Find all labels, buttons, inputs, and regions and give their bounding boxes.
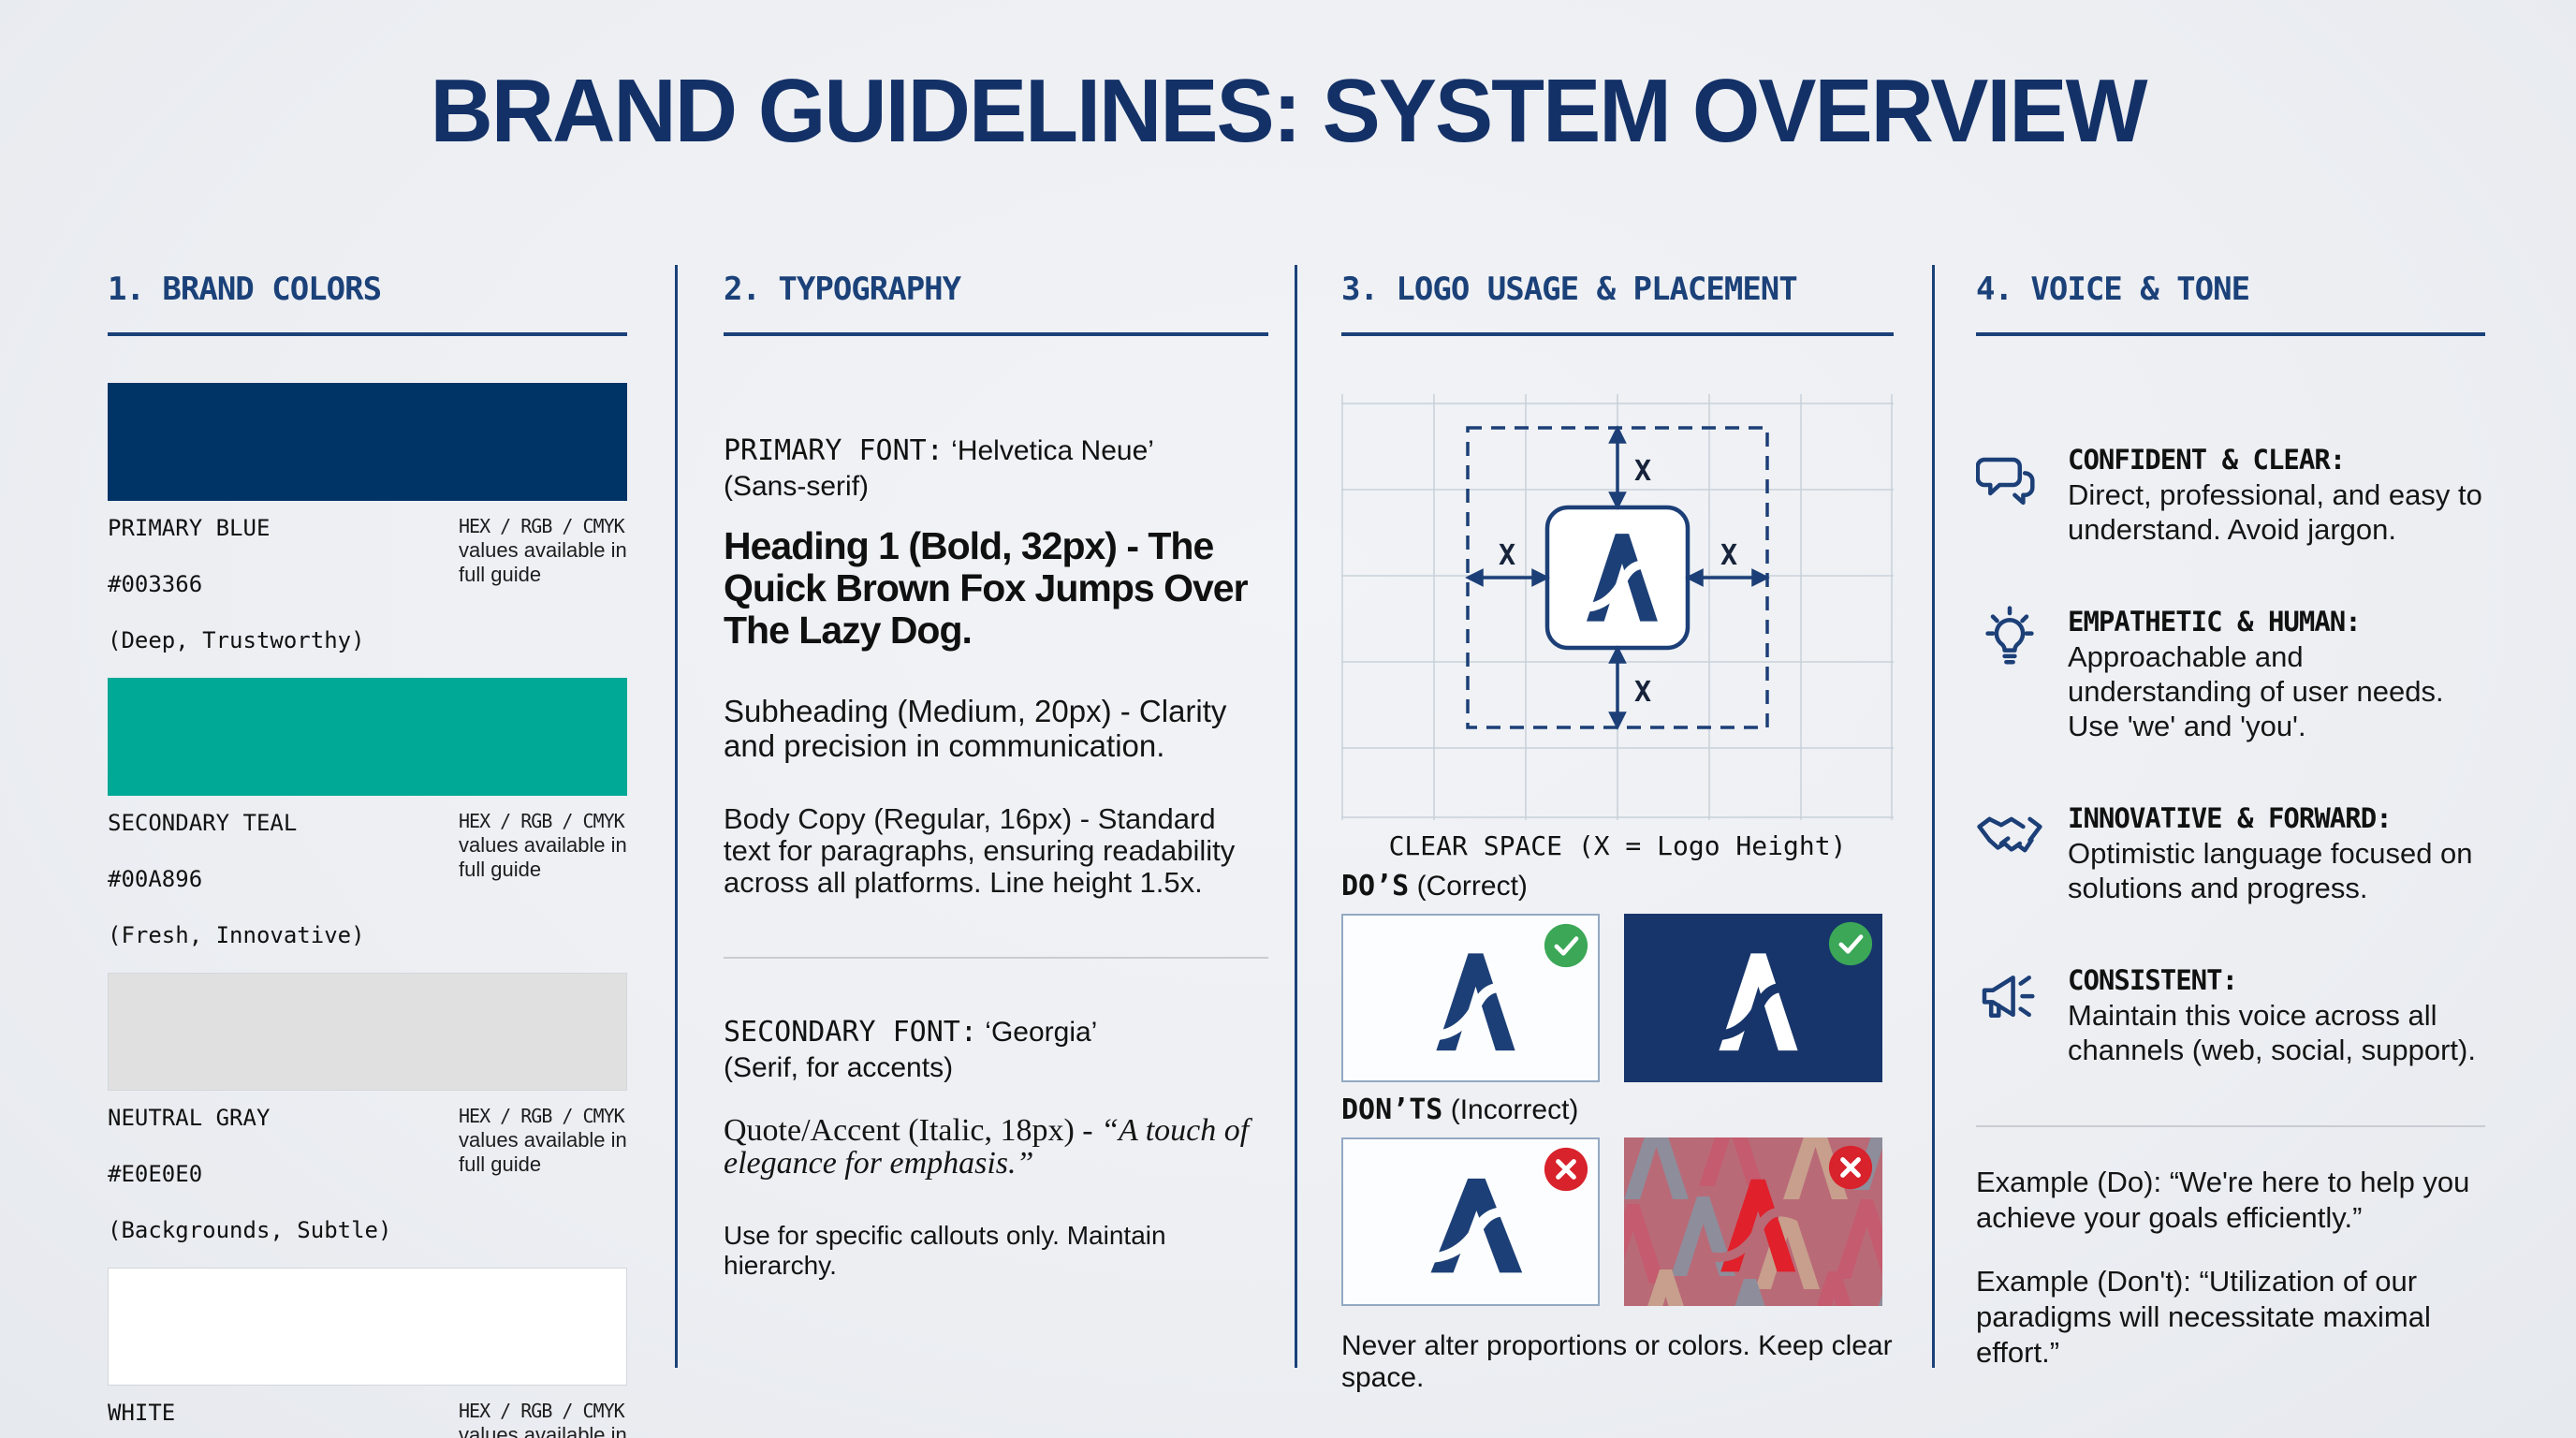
quote-sample: Quote/Accent (Italic, 18px) - “A touch o… (724, 1114, 1268, 1180)
voice-item-title: CONSISTENT: (2068, 964, 2238, 996)
swatch-primary-blue (108, 383, 627, 501)
swatch-secondary-teal (108, 678, 627, 796)
quote-label: Quote/Accent (Italic, 18px) - (724, 1113, 1102, 1148)
handshake-icon (1977, 816, 2042, 853)
do-tile-dark-background (1624, 914, 1882, 1082)
swatch-note-formats: HEX / RGB / CMYK (459, 1105, 625, 1127)
typography-heading: 2. TYPOGRAPHY (724, 265, 1268, 336)
example-dont: Example (Don't): “Utilization of our par… (1976, 1265, 2431, 1369)
swatch-hex: #00A896 (108, 866, 203, 892)
voice-item-title: EMPATHETIC & HUMAN: (2068, 606, 2362, 638)
donts-caption: Never alter proportions or colors. Keep … (1341, 1330, 1893, 1393)
megaphone-icon (1982, 976, 2035, 1019)
secondary-font-note: (Serif, for accents) (724, 1052, 954, 1083)
donts-tiles (1341, 1137, 1894, 1306)
swatch-meta: WHITE #FFFFFF (Clean, Negative Space) HE… (108, 1399, 627, 1438)
swatch-meta: NEUTRAL GRAY #E0E0E0 (Backgrounds, Subtl… (108, 1104, 627, 1244)
lightbulb-icon (1985, 606, 2034, 665)
voice-item-body: Direct, professional, and easy to unders… (2068, 478, 2482, 546)
x-label-bottom: X (1634, 676, 1651, 709)
swatch-hex: #003366 (108, 571, 203, 597)
x-icon (1544, 1147, 1588, 1192)
swatch-name: NEUTRAL GRAY (108, 1105, 271, 1131)
column-divider (1295, 265, 1297, 1368)
clear-space-diagram: X X X X CLEAR SPACE (X = Logo Height) (1341, 394, 1894, 861)
primary-font-line: PRIMARY FONT: ‘Helvetica Neue’ (724, 433, 1268, 469)
voice-item-consistent: CONSISTENT: Maintain this voice across a… (1976, 963, 2485, 1067)
logo-usage-heading: 3. LOGO USAGE & PLACEMENT (1341, 265, 1894, 336)
section-typography: 2. TYPOGRAPHY PRIMARY FONT: ‘Helvetica N… (724, 265, 1268, 1281)
logo-a-icon (1404, 1167, 1537, 1277)
swatch-note: values available in full guide (459, 538, 627, 586)
swatch-hex: #E0E0E0 (108, 1161, 203, 1187)
secondary-font-value: ‘Georgia’ (976, 1017, 1098, 1048)
logo-a-icon (1696, 941, 1810, 1055)
swatch-note-formats: HEX / RGB / CMYK (459, 810, 625, 832)
do-tile-light-background (1341, 914, 1600, 1082)
swatch-meta: PRIMARY BLUE #003366 (Deep, Trustworthy)… (108, 514, 627, 654)
quote-text: “A touch of elegance for emphasis.” (724, 1113, 1250, 1181)
donts-label: DON’TS (Incorrect) (1341, 1093, 1579, 1126)
speech-bubbles-icon (1976, 457, 2035, 506)
voice-item-innovative: INNOVATIVE & FORWARD: Optimistic languag… (1976, 801, 2485, 905)
swatch-desc: (Fresh, Innovative) (108, 922, 365, 948)
swatch-note-formats: HEX / RGB / CMYK (459, 515, 625, 537)
voice-item-confident: CONFIDENT & CLEAR: Direct, professional,… (1976, 443, 2485, 547)
callout-note: Use for specific callouts only. Maintain… (724, 1221, 1166, 1280)
swatch-name: WHITE (108, 1400, 176, 1426)
column-divider (1932, 265, 1935, 1368)
section-voice-tone: 4. VOICE & TONE CONFIDENT & CLEAR: Direc… (1976, 265, 2485, 1371)
body-copy-sample: Body Copy (Regular, 16px) - Standard tex… (724, 802, 1236, 899)
check-icon (1544, 923, 1588, 968)
voice-item-body: Optimistic language focused on solutions… (2068, 837, 2473, 904)
section-logo-usage: 3. LOGO USAGE & PLACEMENT (1341, 265, 1894, 1394)
check-icon (1828, 921, 1873, 966)
dont-tile-altered-proportions (1341, 1137, 1600, 1306)
example-do: Example (Do): “We're here to help you ac… (1976, 1166, 2470, 1234)
voice-divider (1976, 1125, 2485, 1127)
swatch-name: PRIMARY BLUE (108, 515, 271, 541)
column-divider (675, 265, 678, 1368)
swatch-desc: (Backgrounds, Subtle) (108, 1217, 392, 1243)
voice-item-empathetic: EMPATHETIC & HUMAN: Approachable and und… (1976, 605, 2485, 743)
secondary-font-line: SECONDARY FONT: ‘Georgia’ (724, 1015, 1268, 1050)
swatch-note: values available in full guide (459, 833, 627, 881)
primary-font-note: (Sans-serif) (724, 471, 870, 502)
voice-item-title: CONFIDENT & CLEAR: (2068, 444, 2346, 476)
swatch-neutral-gray (108, 973, 627, 1091)
primary-font-label: PRIMARY FONT: (724, 434, 944, 467)
logo-a-icon (1413, 941, 1528, 1055)
x-label-top: X (1634, 455, 1651, 488)
swatch-desc: (Deep, Trustworthy) (108, 627, 365, 653)
typography-divider (724, 957, 1268, 959)
dos-tiles (1341, 914, 1894, 1082)
heading1-sample: Heading 1 (Bold, 32px) - The Quick Brown… (724, 524, 1249, 652)
x-icon (1828, 1145, 1873, 1190)
columns-container: 1. BRAND COLORS PRIMARY BLUE #003366 (De… (108, 265, 2485, 1438)
swatch-meta: SECONDARY TEAL #00A896 (Fresh, Innovativ… (108, 809, 627, 949)
clear-space-caption: CLEAR SPACE (X = Logo Height) (1389, 830, 1847, 861)
swatch-note: values available in full guide (459, 1128, 627, 1176)
swatch-note-formats: HEX / RGB / CMYK (459, 1400, 625, 1422)
voice-tone-heading: 4. VOICE & TONE (1976, 265, 2485, 336)
primary-font-value: ‘Helvetica Neue’ (943, 435, 1154, 466)
x-label-left: X (1499, 539, 1515, 572)
voice-item-body: Maintain this voice across all channels … (2068, 999, 2476, 1066)
dos-label: DO’S (Correct) (1341, 870, 1528, 902)
brand-colors-heading: 1. BRAND COLORS (108, 265, 627, 336)
voice-item-body: Approachable and understanding of user n… (2068, 640, 2444, 742)
swatch-white (108, 1268, 627, 1386)
secondary-font-label: SECONDARY FONT: (724, 1016, 977, 1049)
spacing-arrows (1465, 425, 1770, 730)
swatch-name: SECONDARY TEAL (108, 810, 298, 836)
swatch-note: values available in full guide (459, 1423, 627, 1438)
subheading-sample: Subheading (Medium, 20px) - Clarity and … (724, 694, 1227, 763)
section-brand-colors: 1. BRAND COLORS PRIMARY BLUE #003366 (De… (108, 265, 627, 1438)
x-label-right: X (1720, 539, 1737, 572)
page-title: BRAND GUIDELINES: SYSTEM OVERVIEW (430, 61, 2147, 161)
voice-item-title: INNOVATIVE & FORWARD: (2068, 802, 2393, 834)
dont-tile-busy-background (1624, 1137, 1882, 1306)
